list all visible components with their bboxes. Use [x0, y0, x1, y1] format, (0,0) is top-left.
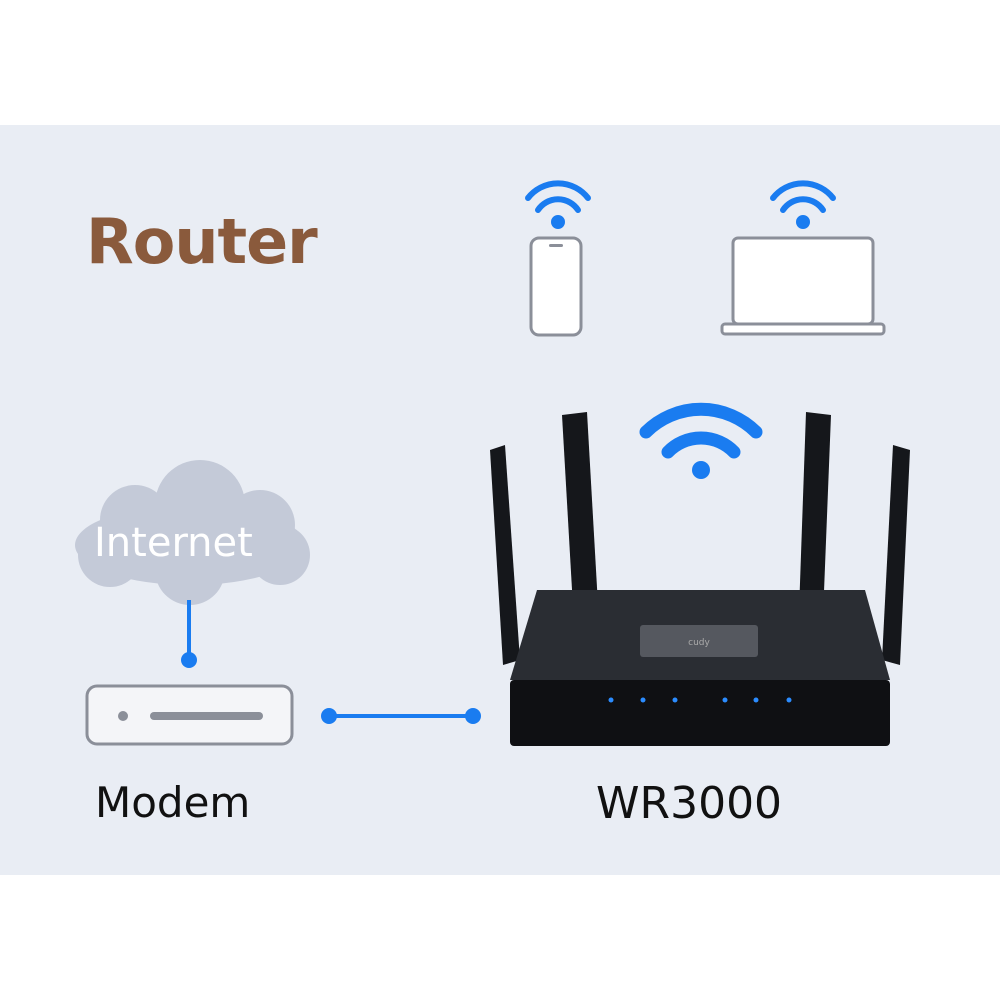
laptop-icon — [720, 236, 886, 336]
internet-label: Internet — [94, 520, 253, 566]
wifi-icon — [525, 180, 591, 229]
connection-lines — [181, 600, 481, 724]
wifi-icon — [770, 180, 836, 229]
smartphone-icon — [529, 236, 583, 337]
modem-label: Modem — [95, 778, 251, 827]
wifi-icon — [639, 402, 763, 479]
modem-icon — [85, 684, 294, 746]
cloud-icon — [75, 460, 310, 605]
page-title: Router — [86, 205, 318, 278]
router-label: WR3000 — [596, 778, 783, 829]
svg-text:cudy: cudy — [688, 638, 710, 648]
router-icon: cudy — [490, 412, 910, 746]
